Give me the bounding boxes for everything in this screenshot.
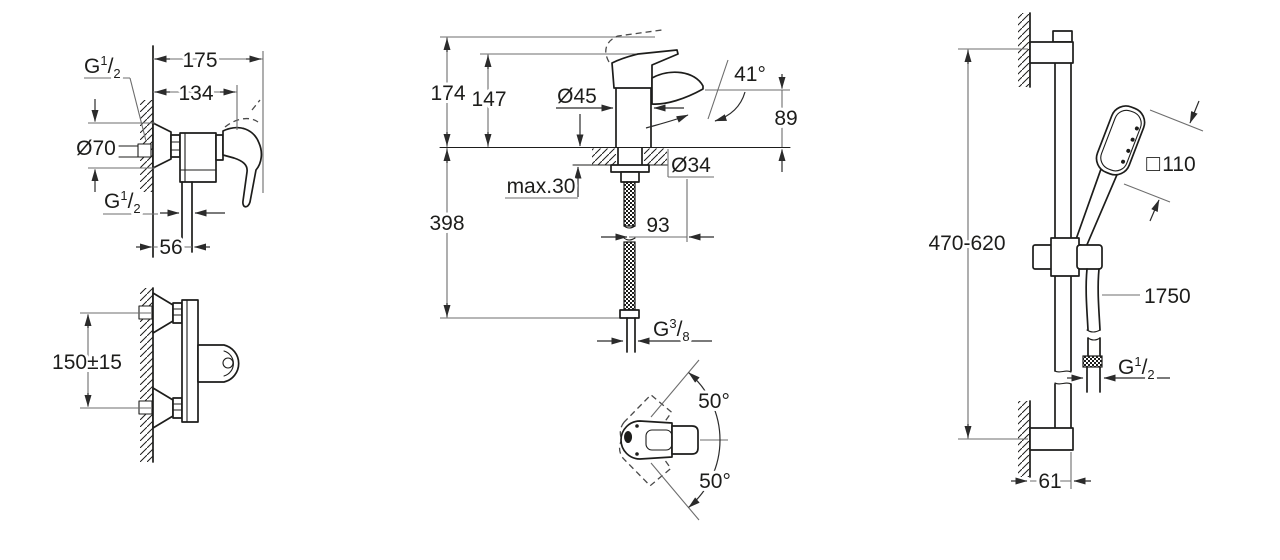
basin-mixer-side-view: 174 147 Ø45 41° 89 max.30 Ø34 398 93 G3/… bbox=[426, 29, 801, 353]
dim-faucet-height-max: 174 bbox=[430, 82, 465, 105]
dim-faucet-thread: G3/8 bbox=[653, 316, 690, 344]
dim-mixer-thread-bottom: G1/2 bbox=[104, 188, 141, 216]
shower-rail-view: 470-620 □110 1750 G1/2 61 bbox=[925, 12, 1204, 496]
dim-faucet-body-diameter: Ø45 bbox=[557, 85, 597, 108]
dim-mixer-inlet-spacing: 150±15 bbox=[52, 351, 122, 374]
dim-mixer-width-body: 134 bbox=[178, 82, 213, 105]
dim-mixer-width-total: 175 bbox=[182, 49, 217, 72]
dim-faucet-hole-diameter: Ø34 bbox=[671, 154, 711, 177]
dim-mixer-outlet-offset: 56 bbox=[159, 236, 182, 259]
dim-faucet-height-handle: 147 bbox=[471, 88, 506, 111]
dim-faucet-swivel-upper: 50° bbox=[698, 390, 730, 413]
dim-mixer-thread-top: G1/2 bbox=[84, 53, 121, 81]
dim-rail-bracket-offset: 61 bbox=[1038, 470, 1061, 493]
basin-mixer-handle-swivel-view: 50° 50° bbox=[618, 359, 734, 521]
dim-faucet-hose-offset: 93 bbox=[646, 214, 669, 237]
dim-faucet-spout-angle: 41° bbox=[734, 63, 766, 86]
dim-faucet-deck-thickness: max.30 bbox=[507, 175, 576, 198]
dim-rail-range: 470-620 bbox=[928, 232, 1005, 255]
dim-faucet-swivel-lower: 50° bbox=[699, 470, 731, 493]
dim-faucet-spout-height: 89 bbox=[774, 107, 797, 130]
dim-rail-hose-length: 1750 bbox=[1144, 285, 1191, 308]
dim-mixer-escutcheon-diameter: Ø70 bbox=[76, 137, 116, 160]
dim-faucet-hose-drop: 398 bbox=[429, 212, 464, 235]
shower-mixer-front-view: G1/2 175 134 Ø70 G1/2 56 bbox=[73, 45, 264, 262]
dim-rail-head-size: □110 bbox=[1146, 150, 1195, 176]
shower-mixer-plan-view: 150±15 bbox=[49, 287, 240, 463]
